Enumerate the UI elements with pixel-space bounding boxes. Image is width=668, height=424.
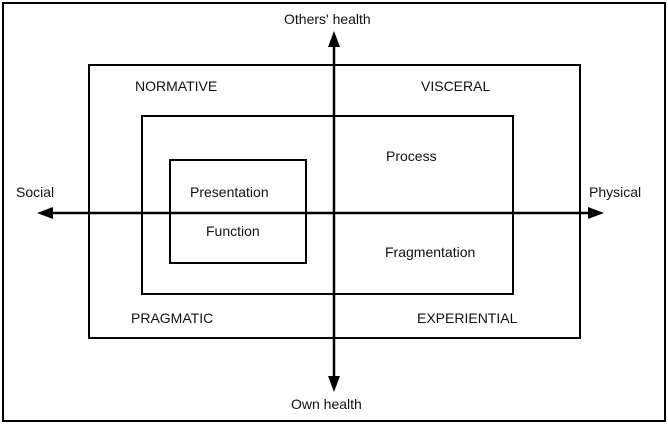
quadrant-label-experiential: EXPERIENTIAL xyxy=(417,310,518,326)
arrow-down-icon xyxy=(328,376,340,392)
inner-box xyxy=(169,159,307,264)
quadrant-label-normative: NORMATIVE xyxy=(135,78,218,94)
arrow-left-icon xyxy=(37,207,53,219)
quadrant-label-pragmatic: PRAGMATIC xyxy=(131,310,214,326)
middle-box xyxy=(141,115,514,295)
label-presentation: Presentation xyxy=(190,184,269,200)
quadrant-label-visceral: VISCERAL xyxy=(421,78,491,94)
axis-label-right: Physical xyxy=(589,184,642,200)
label-fragmentation: Fragmentation xyxy=(385,244,476,260)
label-function: Function xyxy=(206,223,260,239)
arrow-up-icon xyxy=(328,31,340,47)
axis-label-top: Others' health xyxy=(284,11,371,27)
label-process: Process xyxy=(386,148,437,164)
axis-label-left: Social xyxy=(16,184,55,200)
axis-label-bottom: Own health xyxy=(291,396,362,412)
arrow-right-icon xyxy=(588,207,604,219)
